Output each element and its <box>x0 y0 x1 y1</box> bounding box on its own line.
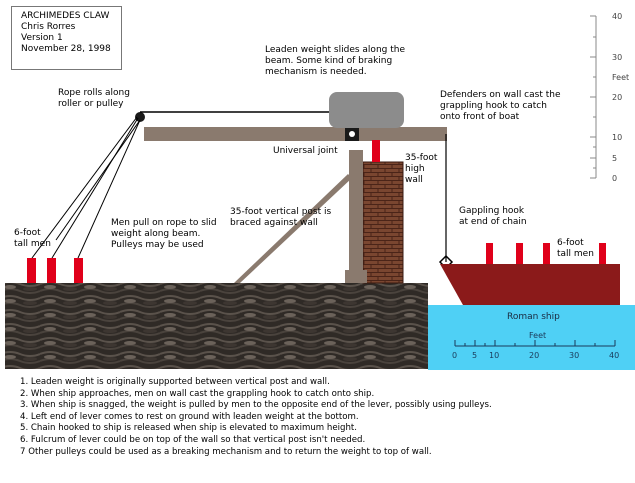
men-pull-label: Men pull on rope to slid weight along be… <box>111 218 217 250</box>
note-6: 6. Fulcrum of lever could be on top of t… <box>20 434 366 445</box>
universal-joint-label: Universal joint <box>273 146 338 156</box>
man-ship-3 <box>543 243 550 264</box>
man-ship-4 <box>599 243 606 264</box>
post-base <box>345 270 367 283</box>
diagram-title: ARCHIMEDES CLAW <box>21 11 110 21</box>
note-4: 4. Left end of lever comes to rest on gr… <box>20 411 359 422</box>
defenders-label: Defenders on wall cast the grappling hoo… <box>440 90 561 122</box>
v-tick-5: 5 <box>612 154 617 163</box>
vertical-post <box>349 150 363 283</box>
vertical-scale: 40 30 Feet 20 10 5 0 <box>590 12 629 183</box>
man-left-1 <box>27 258 36 283</box>
title-box: ARCHIMEDES CLAW Chris Rorres Version 1 N… <box>11 6 122 70</box>
lever-beam <box>144 127 447 141</box>
brace <box>234 174 352 283</box>
h-tick-20: 20 <box>529 351 539 360</box>
v-tick-10: 10 <box>612 133 622 142</box>
note-1: 1. Leaden weight is originally supported… <box>20 377 330 387</box>
horizontal-scale: Feet 0 5 10 20 30 40 <box>452 331 619 360</box>
ship-hull <box>440 264 620 305</box>
v-tick-20: 20 <box>612 93 622 102</box>
brick-wall <box>362 161 404 284</box>
h-tick-0: 0 <box>452 351 457 360</box>
man-left-3 <box>74 258 83 283</box>
grappling-hook-label: Gappling hook at end of chain <box>459 206 527 227</box>
man-on-wall <box>372 140 380 162</box>
v-tick-0: 0 <box>612 174 617 183</box>
h-tick-5: 5 <box>472 351 477 360</box>
man-ship-2 <box>516 243 523 264</box>
author: Chris Rorres <box>21 22 76 32</box>
v-tick-40: 40 <box>612 12 622 21</box>
note-3: 3. When ship is snagged, the weight is p… <box>20 400 492 411</box>
h-tick-10: 10 <box>489 351 499 360</box>
six-foot-left-label: 6-foot tall men <box>14 228 51 249</box>
h-scale-title: Feet <box>529 331 546 340</box>
h-tick-30: 30 <box>569 351 579 360</box>
rope-rolls-label: Rope rolls along roller or pulley <box>58 88 130 109</box>
note-5: 5. Chain hooked to ship is released when… <box>20 423 358 434</box>
h-tick-40: 40 <box>609 351 619 360</box>
note-2: 2. When ship approaches, men on wall cas… <box>20 388 375 399</box>
leaden-weight <box>329 92 404 128</box>
v-tick-feet: Feet <box>612 73 629 82</box>
man-ship-1 <box>486 243 493 264</box>
version: Version 1 <box>21 33 63 43</box>
sea <box>428 305 635 370</box>
wall-height-label: 35-foot high wall <box>405 153 438 185</box>
date: November 28, 1998 <box>21 44 111 54</box>
roman-ship-label: Roman ship <box>507 312 560 322</box>
notes-list: 1. Leaden weight is originally supported… <box>20 377 492 458</box>
post-label: 35-foot vertical post is braced against … <box>230 207 332 228</box>
ground <box>5 283 428 369</box>
leaden-weight-label: Leaden weight slides along the beam. Som… <box>265 45 405 77</box>
note-7: 7 Other pulleys could be used as a break… <box>20 446 432 457</box>
six-foot-right-label: 6-foot tall men <box>557 238 594 259</box>
man-left-2 <box>47 258 56 283</box>
v-tick-30: 30 <box>612 53 622 62</box>
